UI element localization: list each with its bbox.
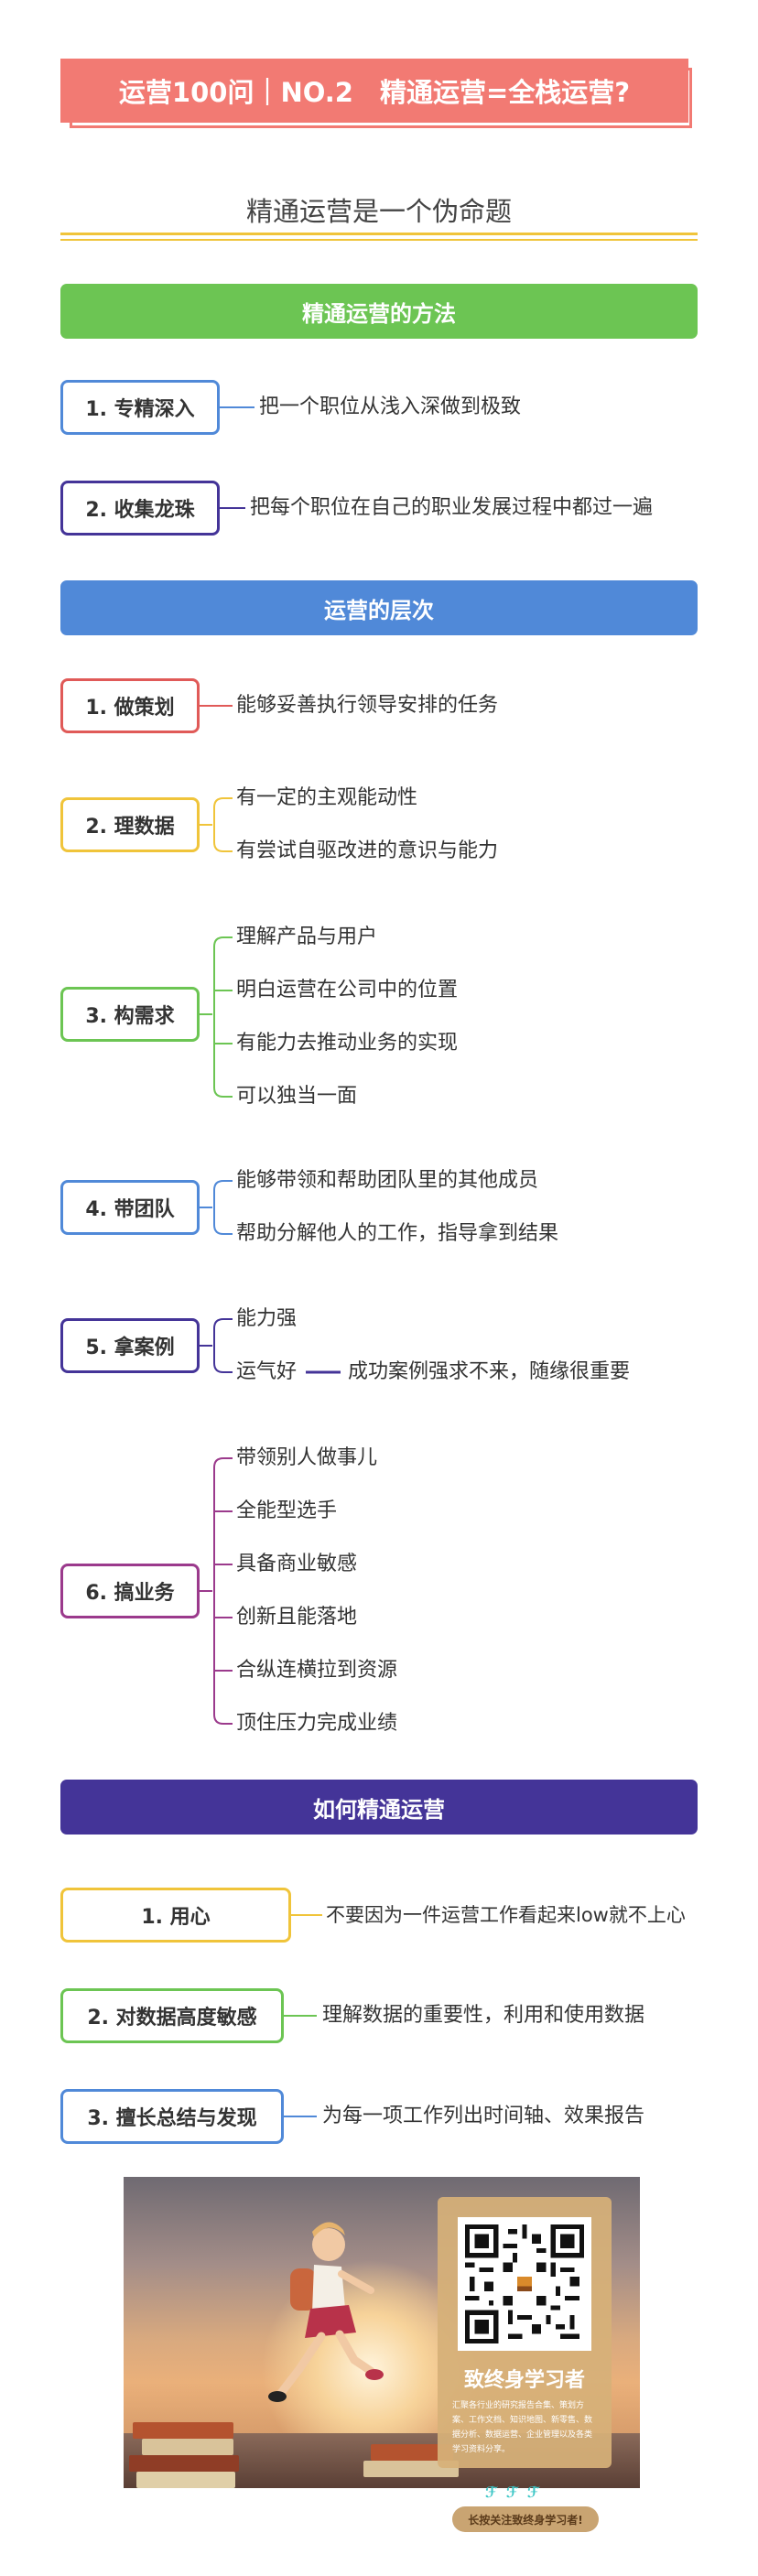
level-item: 帮助分解他人的工作，指导拿到结果: [236, 1222, 559, 1245]
book: [371, 2444, 453, 2461]
promo-image: 致终身学习者 汇聚各行业的研究报告合集、策划方案、工作文档、知识地图、新零售、数…: [124, 2177, 640, 2488]
card-title: 致终身学习者: [463, 2369, 585, 2392]
section-header-levels: 运营的层次: [60, 580, 698, 635]
book: [136, 2472, 235, 2488]
level-box: 2. 理数据: [60, 797, 200, 852]
level-item: 理解产品与用户: [236, 925, 378, 948]
connector: [200, 797, 233, 852]
howto-desc: 为每一项工作列出时间轴、效果报告: [322, 2105, 645, 2127]
method-box: 2. 收集龙珠: [60, 481, 220, 536]
howto-desc: 理解数据的重要性，利用和使用数据: [322, 2004, 645, 2027]
level-item: 可以独当一面: [236, 1085, 358, 1108]
level-box: 6. 搞业务: [60, 1564, 200, 1618]
level-item: 能够带领和帮助团队里的其他成员: [236, 1169, 539, 1192]
book: [363, 2461, 459, 2477]
howto-box: 1. 用心: [60, 1888, 291, 1943]
howto-box: 2. 对数据高度敏感: [60, 1988, 284, 2043]
book: [133, 2422, 233, 2439]
connector: [200, 1180, 233, 1235]
level-note: 成功案例强求不来，随缘很重要: [348, 1360, 631, 1383]
level-box: 5. 拿案例: [60, 1318, 200, 1373]
follow-button[interactable]: 长按关注致终身学习者!: [452, 2506, 599, 2532]
level-box: 1. 做策划: [60, 678, 200, 733]
connector: [200, 936, 233, 1098]
section-header-howto: 如何精通运营: [60, 1780, 698, 1835]
level-box: 4. 带团队: [60, 1180, 200, 1235]
page-subtitle: 精通运营是一个伪命题: [245, 196, 512, 227]
section-header-methods: 精通运营的方法: [60, 284, 698, 339]
level-item: 有能力去推动业务的实现: [236, 1032, 459, 1055]
level-item: 合纵连横拉到资源: [236, 1659, 398, 1682]
running-child-figure: [268, 2222, 384, 2402]
method-box: 1. 专精深入: [60, 380, 220, 435]
method-desc: 把每个职位在自己的职业发展过程中都过一遍: [250, 496, 654, 519]
qr-pattern: [465, 2224, 584, 2343]
level-item: 全能型选手: [236, 1499, 338, 1522]
method-desc: 把一个职位从浅入深做到极致: [259, 395, 522, 418]
qr-card: 致终身学习者 汇聚各行业的研究报告合集、策划方案、工作文档、知识地图、新零售、数…: [438, 2197, 612, 2468]
level-item: 顶住压力完成业绩: [236, 1712, 398, 1735]
level-item: 带领别人做事儿: [236, 1446, 378, 1469]
footer-decoration: ℱℱℱ: [485, 2484, 548, 2501]
card-description: 汇聚各行业的研究报告合集、策划方案、工作文档、知识地图、新零售、数据分析、数据运…: [452, 2401, 593, 2454]
book: [142, 2439, 233, 2455]
howto-desc: 不要因为一件运营工作看起来low就不上心: [326, 1904, 686, 1926]
page-title: 运营100问｜NO.2 精通运营=全栈运营?: [60, 59, 688, 123]
level-item: 有尝试自驱改进的意识与能力: [236, 839, 499, 862]
book: [129, 2455, 239, 2472]
connector: [200, 1457, 233, 1725]
qr-code[interactable]: [458, 2217, 591, 2351]
level-item: 具备商业敏感: [236, 1553, 358, 1575]
level-item: 明白运营在公司中的位置: [236, 979, 459, 1001]
level-box: 3. 构需求: [60, 987, 200, 1042]
level-item: 能够妥善执行领导安排的任务: [236, 694, 499, 717]
level-item: 运气好: [236, 1360, 298, 1383]
divider: [60, 239, 698, 241]
divider: [60, 233, 698, 235]
howto-box: 3. 擅长总结与发现: [60, 2089, 284, 2144]
connector: [200, 1318, 233, 1373]
level-item: 能力强: [236, 1307, 298, 1330]
level-item: 创新且能落地: [236, 1606, 358, 1629]
level-item: 有一定的主观能动性: [236, 786, 418, 809]
